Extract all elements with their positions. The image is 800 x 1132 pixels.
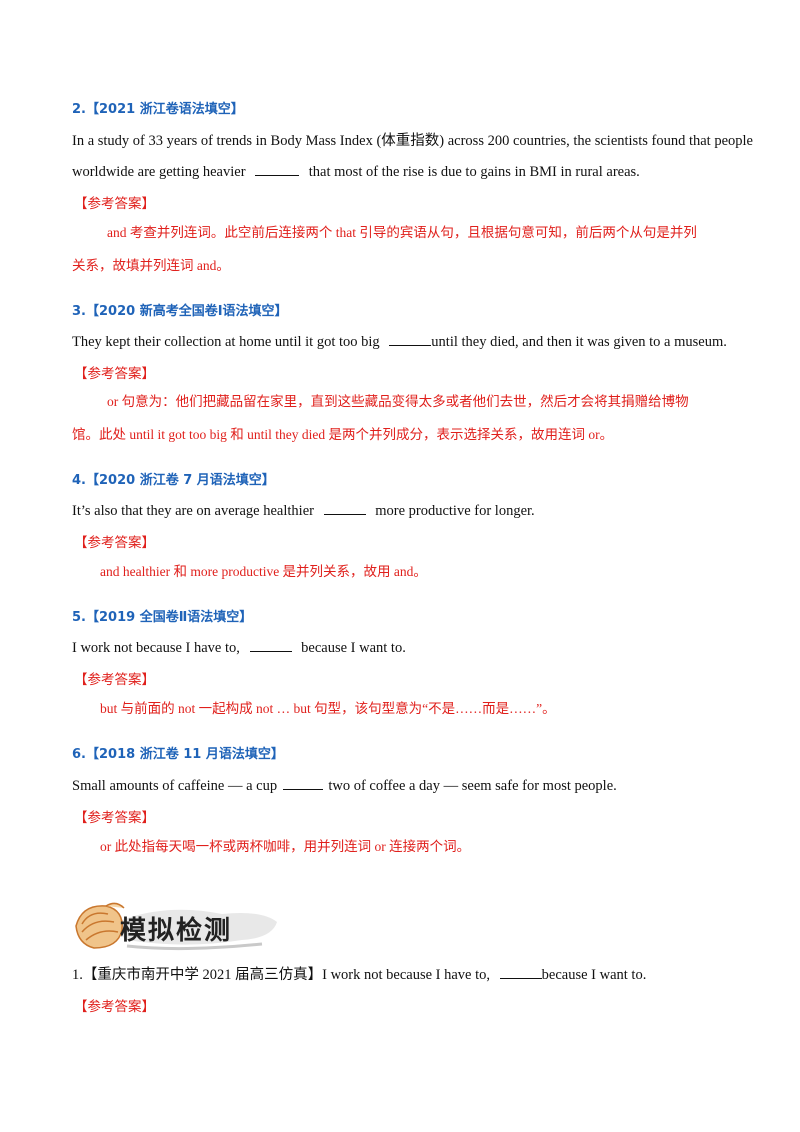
question-3-answer-label: 【参考答案】 [74,366,155,382]
question-2-line-2b: that most of the rise is due to gains in… [308,164,640,180]
question-4-heading: 4.【2020 浙江卷 7 月语法填空】 [72,473,275,488]
question-2-answer-label: 【参考答案】 [74,196,155,212]
question-2-line-2a: worldwide are getting heavier [72,164,246,180]
mock-question-1-line-1a: 1.【重庆市南开中学 2021 届高三仿真】I work not because… [72,967,491,983]
mock-question-1-line-1b: because I want to. [541,967,647,983]
question-2-answer-line-2: 关系，故填并列连词 and。 [72,258,230,273]
question-6-answer-line-1: or 此处指每天喝一杯或两杯咖啡，用并列连词 or 连接两个词。 [100,839,471,854]
answer-blank [282,775,323,790]
question-3-answer-line-2: 馆。此处 until it got too big 和 until they d… [72,427,614,442]
conch-shell-icon [75,902,125,949]
mock-question-1-answer-label: 【参考答案】 [74,999,155,1015]
banner-background [75,902,277,951]
question-6-line-1: Small amounts of caffeine — a cup two of… [72,775,617,796]
question-2-answer-line-1: and 考查并列连词。此空前后连接两个 that 引导的宾语从句，且根据句意可知… [107,225,697,240]
question-3-line-1b: until they died, and then it was given t… [431,334,727,350]
question-5-line-1a: I work not because I have to, [72,640,240,656]
question-3-line-1a: They kept their collection at home until… [72,334,380,350]
answer-blank [323,500,366,515]
answer-blank [249,637,292,652]
question-4-answer-line-1: and healthier 和 more productive 是并列关系，故用… [100,564,427,579]
answer-blank [389,331,432,346]
question-5-answer-line-1: but 与前面的 not 一起构成 not … but 句型，该句型意为“不是…… [100,701,556,716]
question-5-line-1: I work not because I have to, because I … [72,637,406,658]
question-4-line-1b: more productive for longer. [375,503,535,519]
question-5-line-1b: because I want to. [301,640,406,656]
question-2-line-2: worldwide are getting heavier that most … [72,161,640,182]
question-3-line-1: They kept their collection at home until… [72,331,727,352]
mock-question-1-line-1: 1.【重庆市南开中学 2021 届高三仿真】I work not because… [72,964,646,985]
section-title: 模拟检测 [120,916,233,946]
question-2-heading: 2.【2021 浙江卷语法填空】 [72,102,244,117]
question-6-answer-label: 【参考答案】 [74,810,155,826]
question-4-line-1a: It’s also that they are on average healt… [72,503,314,519]
question-3-answer-line-1: or 句意为：他们把藏品留在家里，直到这些藏品变得太多或者他们去世，然后才会将其… [107,394,689,409]
question-2-line-1: In a study of 33 years of trends in Body… [72,133,753,149]
question-3-heading: 3.【2020 新高考全国卷Ⅰ语法填空】 [72,304,288,319]
question-4-line-1: It’s also that they are on average healt… [72,500,535,521]
question-5-heading: 5.【2019 全国卷Ⅱ语法填空】 [72,610,253,625]
answer-blank [255,161,300,176]
question-6-line-1a: Small amounts of caffeine — a cup [72,778,278,794]
question-4-answer-label: 【参考答案】 [74,535,155,551]
question-6-heading: 6.【2018 浙江卷 11 月语法填空】 [72,747,284,762]
question-5-answer-label: 【参考答案】 [74,672,155,688]
section-banner: 模拟检测 [72,896,282,956]
question-6-line-1b: two of coffee a day — seem safe for most… [328,778,617,794]
answer-blank [499,964,542,979]
